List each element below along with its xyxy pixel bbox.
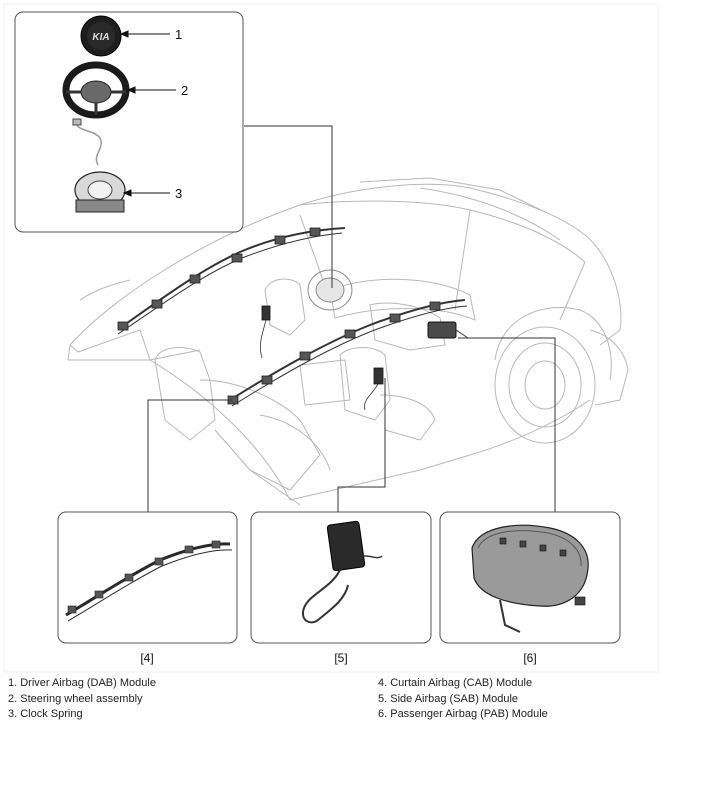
svg-text:KIA: KIA xyxy=(92,32,109,43)
vehicle-outline xyxy=(67,177,629,506)
callout-3: 3 xyxy=(175,186,182,201)
legend-item-3: 3. Clock Spring xyxy=(8,708,83,720)
airbag-system-diagram: KIA 1 2 3 xyxy=(3,3,659,673)
curtain-airbag-in-vehicle xyxy=(117,227,468,407)
callout-1: 1 xyxy=(175,27,182,42)
callout-arrows xyxy=(119,30,176,197)
legend-right: 4. Curtain Airbag (CAB) Module 5. Side A… xyxy=(378,676,548,723)
legend-item-5: 5. Side Airbag (SAB) Module xyxy=(378,692,519,705)
curtain-airbag-brackets xyxy=(117,227,441,405)
panel-label-6: [6] xyxy=(523,651,537,665)
steering-wheel-assembly xyxy=(62,61,130,119)
curtain-airbag-panel xyxy=(57,511,238,644)
driver-airbag-module: KIA xyxy=(80,15,122,57)
legend-left: 1. Driver Airbag (DAB) Module 2. Steerin… xyxy=(8,676,156,723)
legend-item-1: 1. Driver Airbag (DAB) Module xyxy=(8,677,156,689)
side-airbag-panel xyxy=(250,511,432,644)
curtain-airbag-module xyxy=(65,540,233,622)
callout-2: 2 xyxy=(181,83,188,98)
steering-detail-panel xyxy=(14,11,244,233)
passenger-airbag-in-vehicle xyxy=(427,321,469,339)
legend-item-6: 6. Passenger Airbag (PAB) Module xyxy=(378,708,548,720)
legend-item-2: 2. Steering wheel assembly xyxy=(8,692,143,705)
panel-label-5: [5] xyxy=(334,651,348,665)
clock-spring xyxy=(72,118,126,213)
side-airbag-module xyxy=(301,520,383,624)
figure-border xyxy=(3,3,659,673)
passenger-airbag-module xyxy=(471,524,589,633)
legend-item-4: 4. Curtain Airbag (CAB) Module xyxy=(378,677,533,689)
side-airbag-in-vehicle xyxy=(259,305,384,411)
panel-label-4: [4] xyxy=(140,651,154,665)
leader-lines xyxy=(147,125,556,512)
